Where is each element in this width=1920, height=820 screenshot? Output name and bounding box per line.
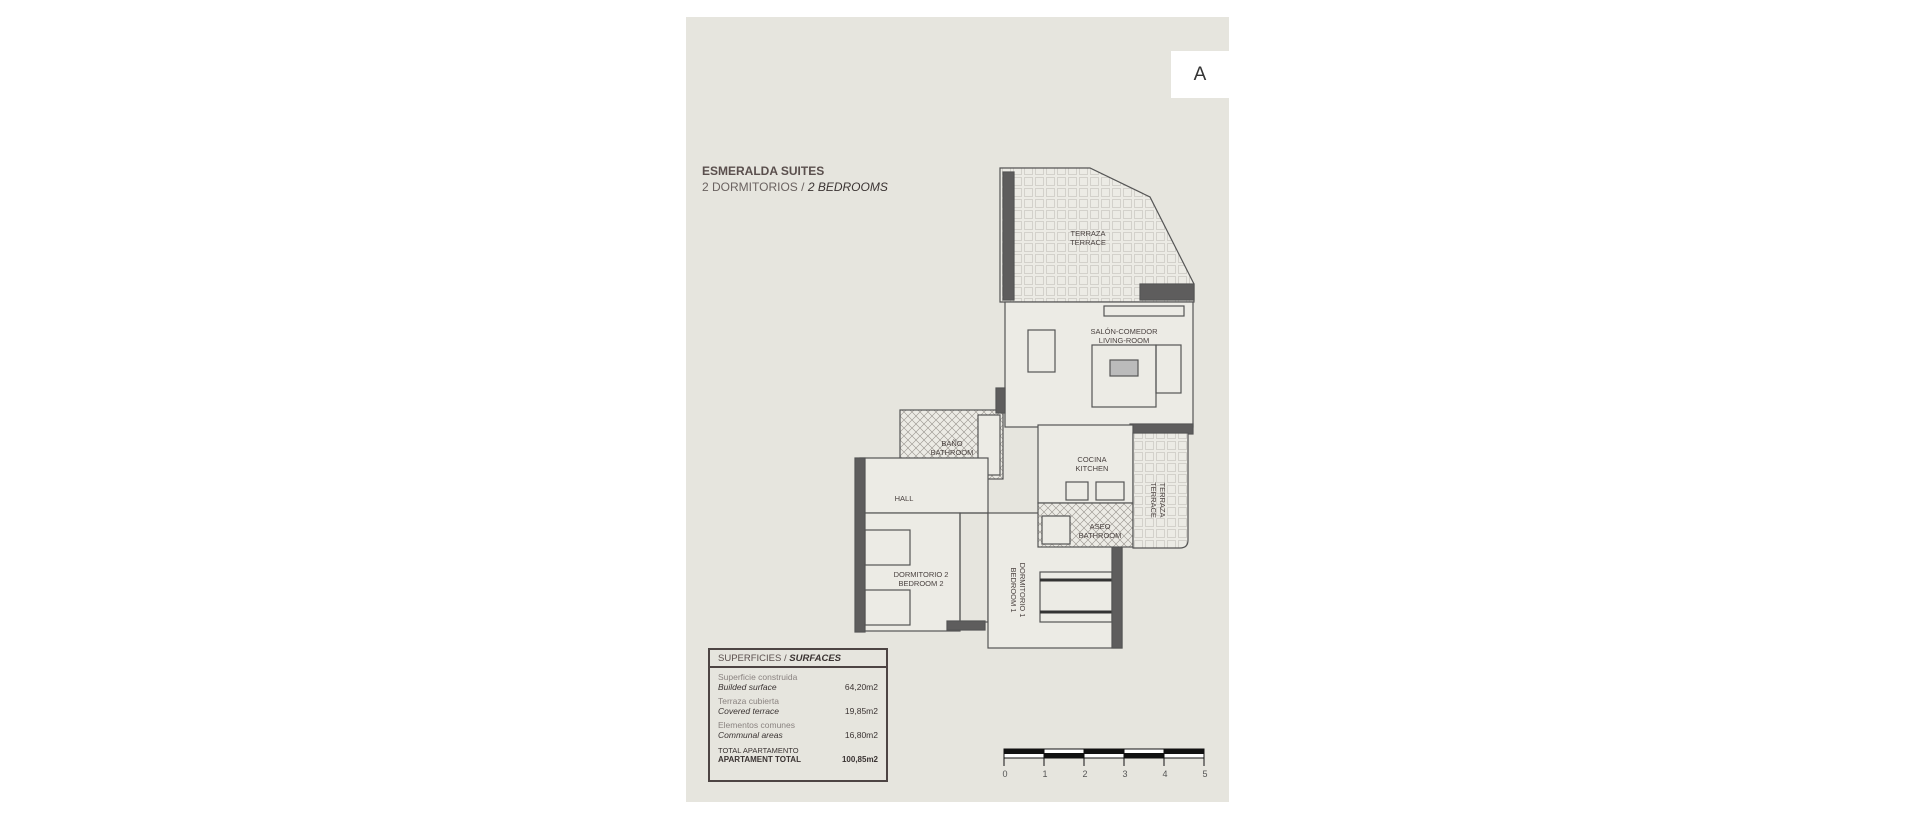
surfaces-title-en: SURFACES: [789, 653, 841, 664]
surface-value: 19,85m2: [844, 706, 878, 716]
wardrobe: [959, 512, 989, 623]
label-terrace-small-en: TERRACE: [1149, 482, 1158, 518]
scale-bar: [1003, 748, 1205, 766]
kitchen: [1037, 424, 1134, 504]
surface-row: Elementos comunes Communal areas 16,80m2: [710, 720, 886, 740]
subtitle-en: 2 BEDROOMS: [807, 180, 888, 194]
label-toilet-es: ASEO: [1090, 522, 1111, 531]
living-room: [1004, 301, 1194, 428]
surfaces-header: SUPERFICIES / SURFACES: [710, 650, 886, 668]
surface-row: Terraza cubierta Covered terrace 19,85m2: [710, 696, 886, 716]
scale-label: 0: [1002, 769, 1008, 779]
surface-label-es: Superficie construida: [718, 672, 798, 682]
total-label-en: APARTAMENT TOTAL: [718, 755, 801, 764]
surface-label-es: Elementos comunes: [718, 720, 796, 730]
surface-row: Superficie construida Builded surface 64,…: [710, 672, 886, 692]
bed-2a: [864, 529, 911, 566]
sink: [1095, 481, 1125, 501]
label-terrace-small-es: TERRAZA: [1158, 482, 1167, 517]
label-terrace-en: TERRACE: [1070, 238, 1106, 247]
label-kitchen-es: COCINA: [1077, 455, 1106, 464]
label-bedroom2-es: DORMITORIO 2: [894, 570, 949, 579]
project-subtitle: 2 DORMITORIOS / 2 BEDROOMS: [702, 180, 888, 194]
label-bedroom2-en: BEDROOM 2: [898, 579, 943, 588]
label-living-en: LIVING-ROOM: [1099, 336, 1149, 345]
surfaces-table: SUPERFICIES / SURFACES Superficie constr…: [708, 648, 888, 782]
label-terrace-es: TERRAZA: [1070, 229, 1105, 238]
shower: [1041, 515, 1071, 545]
surface-value: 16,80m2: [844, 730, 878, 740]
surface-label-en: Communal areas: [718, 730, 783, 740]
bed-2b: [864, 589, 911, 626]
hall-wall: [854, 457, 866, 633]
room-labels: TERRAZA TERRACE SALÓN-COMEDOR LIVING-ROO…: [894, 229, 1167, 617]
subtitle-es: 2 DORMITORIOS /: [702, 180, 805, 194]
surface-value: 64,20m2: [844, 682, 878, 692]
surface-line: Covered terrace 19,85m2: [718, 706, 878, 716]
bedroom1-wall: [1111, 542, 1123, 649]
scale-label: 3: [1122, 769, 1128, 779]
dining-table: [1027, 329, 1056, 373]
terrace-parapet: [1139, 283, 1195, 301]
label-hall: HALL: [895, 494, 914, 503]
total-value: 100,85m2: [841, 755, 878, 764]
structural-column: [995, 387, 1006, 414]
surfaces-title-es: SUPERFICIES /: [718, 653, 787, 664]
scale-label: 2: [1082, 769, 1088, 779]
surface-label-es: Terraza cubierta: [718, 696, 779, 706]
scale-label: 4: [1162, 769, 1168, 779]
hall: [859, 457, 989, 514]
label-toilet-en: BATHROOM: [1079, 531, 1122, 540]
terrace-wall: [1002, 171, 1015, 301]
scale-label: 5: [1202, 769, 1208, 779]
label-living-es: SALÓN-COMEDOR: [1090, 327, 1158, 336]
label-bathroom-en: BATHROOM: [931, 448, 974, 457]
plan-type-tag: A: [1171, 51, 1229, 98]
project-title: ESMERALDA SUITES: [702, 164, 825, 178]
armchair: [1155, 344, 1182, 394]
surface-label-en: Builded surface: [718, 682, 777, 692]
surface-line: APARTAMENT TOTAL 100,85m2: [718, 755, 878, 764]
label-bedroom1-es: DORMITORIO 1: [1018, 563, 1027, 618]
label-bedroom1-en: BEDROOM 1: [1009, 567, 1018, 612]
scale-label: 1: [1042, 769, 1048, 779]
total-label-es: TOTAL APARTAMENTO: [718, 746, 799, 755]
tv: [1109, 359, 1139, 377]
surface-label-en: Covered terrace: [718, 706, 779, 716]
label-bathroom-es: BAÑO: [941, 439, 962, 448]
surface-total-row: TOTAL APARTAMENTO APARTAMENT TOTAL 100,85…: [710, 746, 886, 764]
surface-line: Builded surface 64,20m2: [718, 682, 878, 692]
stove: [1065, 481, 1089, 501]
sideboard: [1103, 305, 1185, 317]
terrace-small: [1132, 432, 1189, 549]
label-kitchen-en: KITCHEN: [1076, 464, 1109, 473]
surface-line: Communal areas 16,80m2: [718, 730, 878, 740]
bedroom2-wall: [946, 620, 986, 631]
